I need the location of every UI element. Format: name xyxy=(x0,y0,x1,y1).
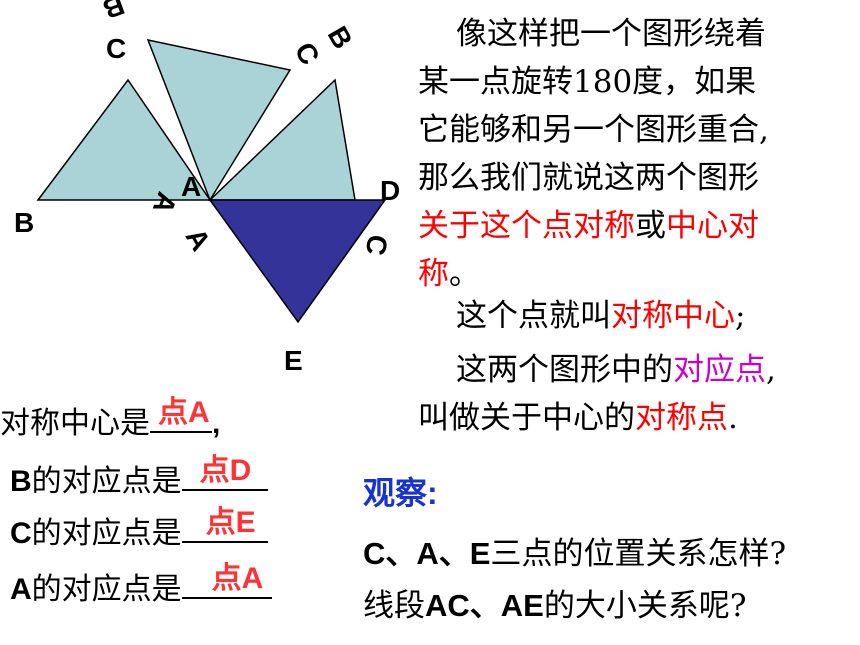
label-b-top: B xyxy=(99,0,129,25)
para-line-5: 关于这个点对称或中心对 xyxy=(418,202,858,250)
answer-label: 对称中心是 xyxy=(0,406,150,441)
label-c-right: C xyxy=(289,37,326,70)
triangle-symmetric xyxy=(208,199,387,324)
question-2-text: 的大小关系呢? xyxy=(543,588,747,624)
center-def-suffix: ; xyxy=(735,298,746,334)
question-2-prefix: 线段 xyxy=(363,588,425,624)
answer-point-label: C xyxy=(10,517,32,550)
answer-fill: 点E xyxy=(206,497,256,541)
answer-fill: 点A xyxy=(158,387,210,431)
corr-prefix-2: 叫做关于中心的 xyxy=(418,400,635,436)
triangle-original xyxy=(36,78,212,201)
label-c-side: C xyxy=(360,232,394,257)
answer-point: E xyxy=(235,506,256,539)
answer-label: 的对应点是 xyxy=(31,572,182,607)
term-symmetric-points: 对称点 xyxy=(635,400,728,436)
answer-row-b: B的对应点是点D xyxy=(10,453,268,500)
answer-cn: 点 xyxy=(199,453,230,488)
answer-label: 的对应点是 xyxy=(31,516,182,551)
corr-line-1: 这两个图形中的对应点, xyxy=(418,346,858,394)
corr-line-2: 叫做关于中心的对称点. xyxy=(418,394,858,442)
answer-row-a: A的对应点是点A xyxy=(10,561,272,608)
answer-point: D xyxy=(229,454,252,487)
label-b-right: B xyxy=(322,21,359,54)
observe-title: 观察: xyxy=(363,475,438,511)
answer-fill: 点D xyxy=(200,445,252,489)
answer-point-label: A xyxy=(10,573,32,606)
para-line-3: 它能够和另一个图形重合, xyxy=(418,112,769,148)
center-definition: 这个点就叫对称中心; xyxy=(456,292,745,340)
term-center-of-symmetry: 对称中心 xyxy=(611,298,735,334)
answer-point-label: B xyxy=(10,465,32,498)
period: 。 xyxy=(449,256,480,292)
question-1: C、A、E三点的位置关系怎样? xyxy=(363,528,786,573)
answer-cn: 点 xyxy=(158,395,188,430)
term-symmetric-about-point: 关于这个点对称 xyxy=(418,208,635,244)
answer-blank: 点E xyxy=(181,505,268,543)
corr-prefix-1: 这两个图形中的 xyxy=(456,352,673,388)
question-2: 线段AC、AE的大小关系呢? xyxy=(363,580,746,625)
question-2-points: AC、AE xyxy=(425,588,544,623)
term-central-symmetry-2: 称 xyxy=(418,256,449,292)
answer-point: A xyxy=(188,396,210,429)
center-def-prefix: 这个点就叫 xyxy=(456,298,611,334)
answer-blank: 点D xyxy=(181,453,268,491)
answer-tail: , xyxy=(212,407,221,440)
definition-paragraph: 像这样把一个图形绕着 某一点旋转180度，如果 它能够和另一个图形重合, 那么我… xyxy=(418,10,858,298)
answer-point: A xyxy=(241,562,264,595)
term-central-symmetry-1: 中心对 xyxy=(666,208,759,244)
term-corresponding-points: 对应点 xyxy=(673,352,766,388)
answer-cn: 点 xyxy=(205,505,236,540)
label-b-left: B xyxy=(14,207,34,238)
answer-row-center: 对称中心是点A, xyxy=(0,395,221,442)
corr-suffix-1: , xyxy=(766,352,776,388)
corr-suffix-2: . xyxy=(728,400,738,436)
para-line-1: 像这样把一个图形绕着 xyxy=(456,16,766,52)
label-d: D xyxy=(380,175,400,206)
triangle-rotated-1 xyxy=(146,38,292,202)
para-line-2: 某一点旋转180度，如果 xyxy=(418,64,757,100)
para-line-4: 那么我们就说这两个图形 xyxy=(418,160,759,196)
answer-row-c: C的对应点是点E xyxy=(10,505,268,552)
label-a-rotated-2: A xyxy=(180,223,217,256)
label-a-center: A xyxy=(181,171,201,202)
word-or: 或 xyxy=(635,208,666,244)
answer-label: 的对应点是 xyxy=(31,464,182,499)
answer-blank: 点A xyxy=(181,561,272,599)
question-1-text: 三点的位置关系怎样? xyxy=(490,536,787,572)
label-c-top: C xyxy=(106,33,126,64)
answer-blank: 点A xyxy=(150,395,212,433)
answer-fill: 点A xyxy=(212,553,264,597)
label-e: E xyxy=(284,345,303,376)
correspondence-definition: 这两个图形中的对应点, 叫做关于中心的对称点. xyxy=(418,346,858,442)
answer-cn: 点 xyxy=(211,561,242,596)
question-1-points: C、A、E xyxy=(363,536,491,571)
para-line-6: 称。 xyxy=(418,250,858,298)
rotation-diagram: B C C B A A A D B C E xyxy=(14,0,400,376)
